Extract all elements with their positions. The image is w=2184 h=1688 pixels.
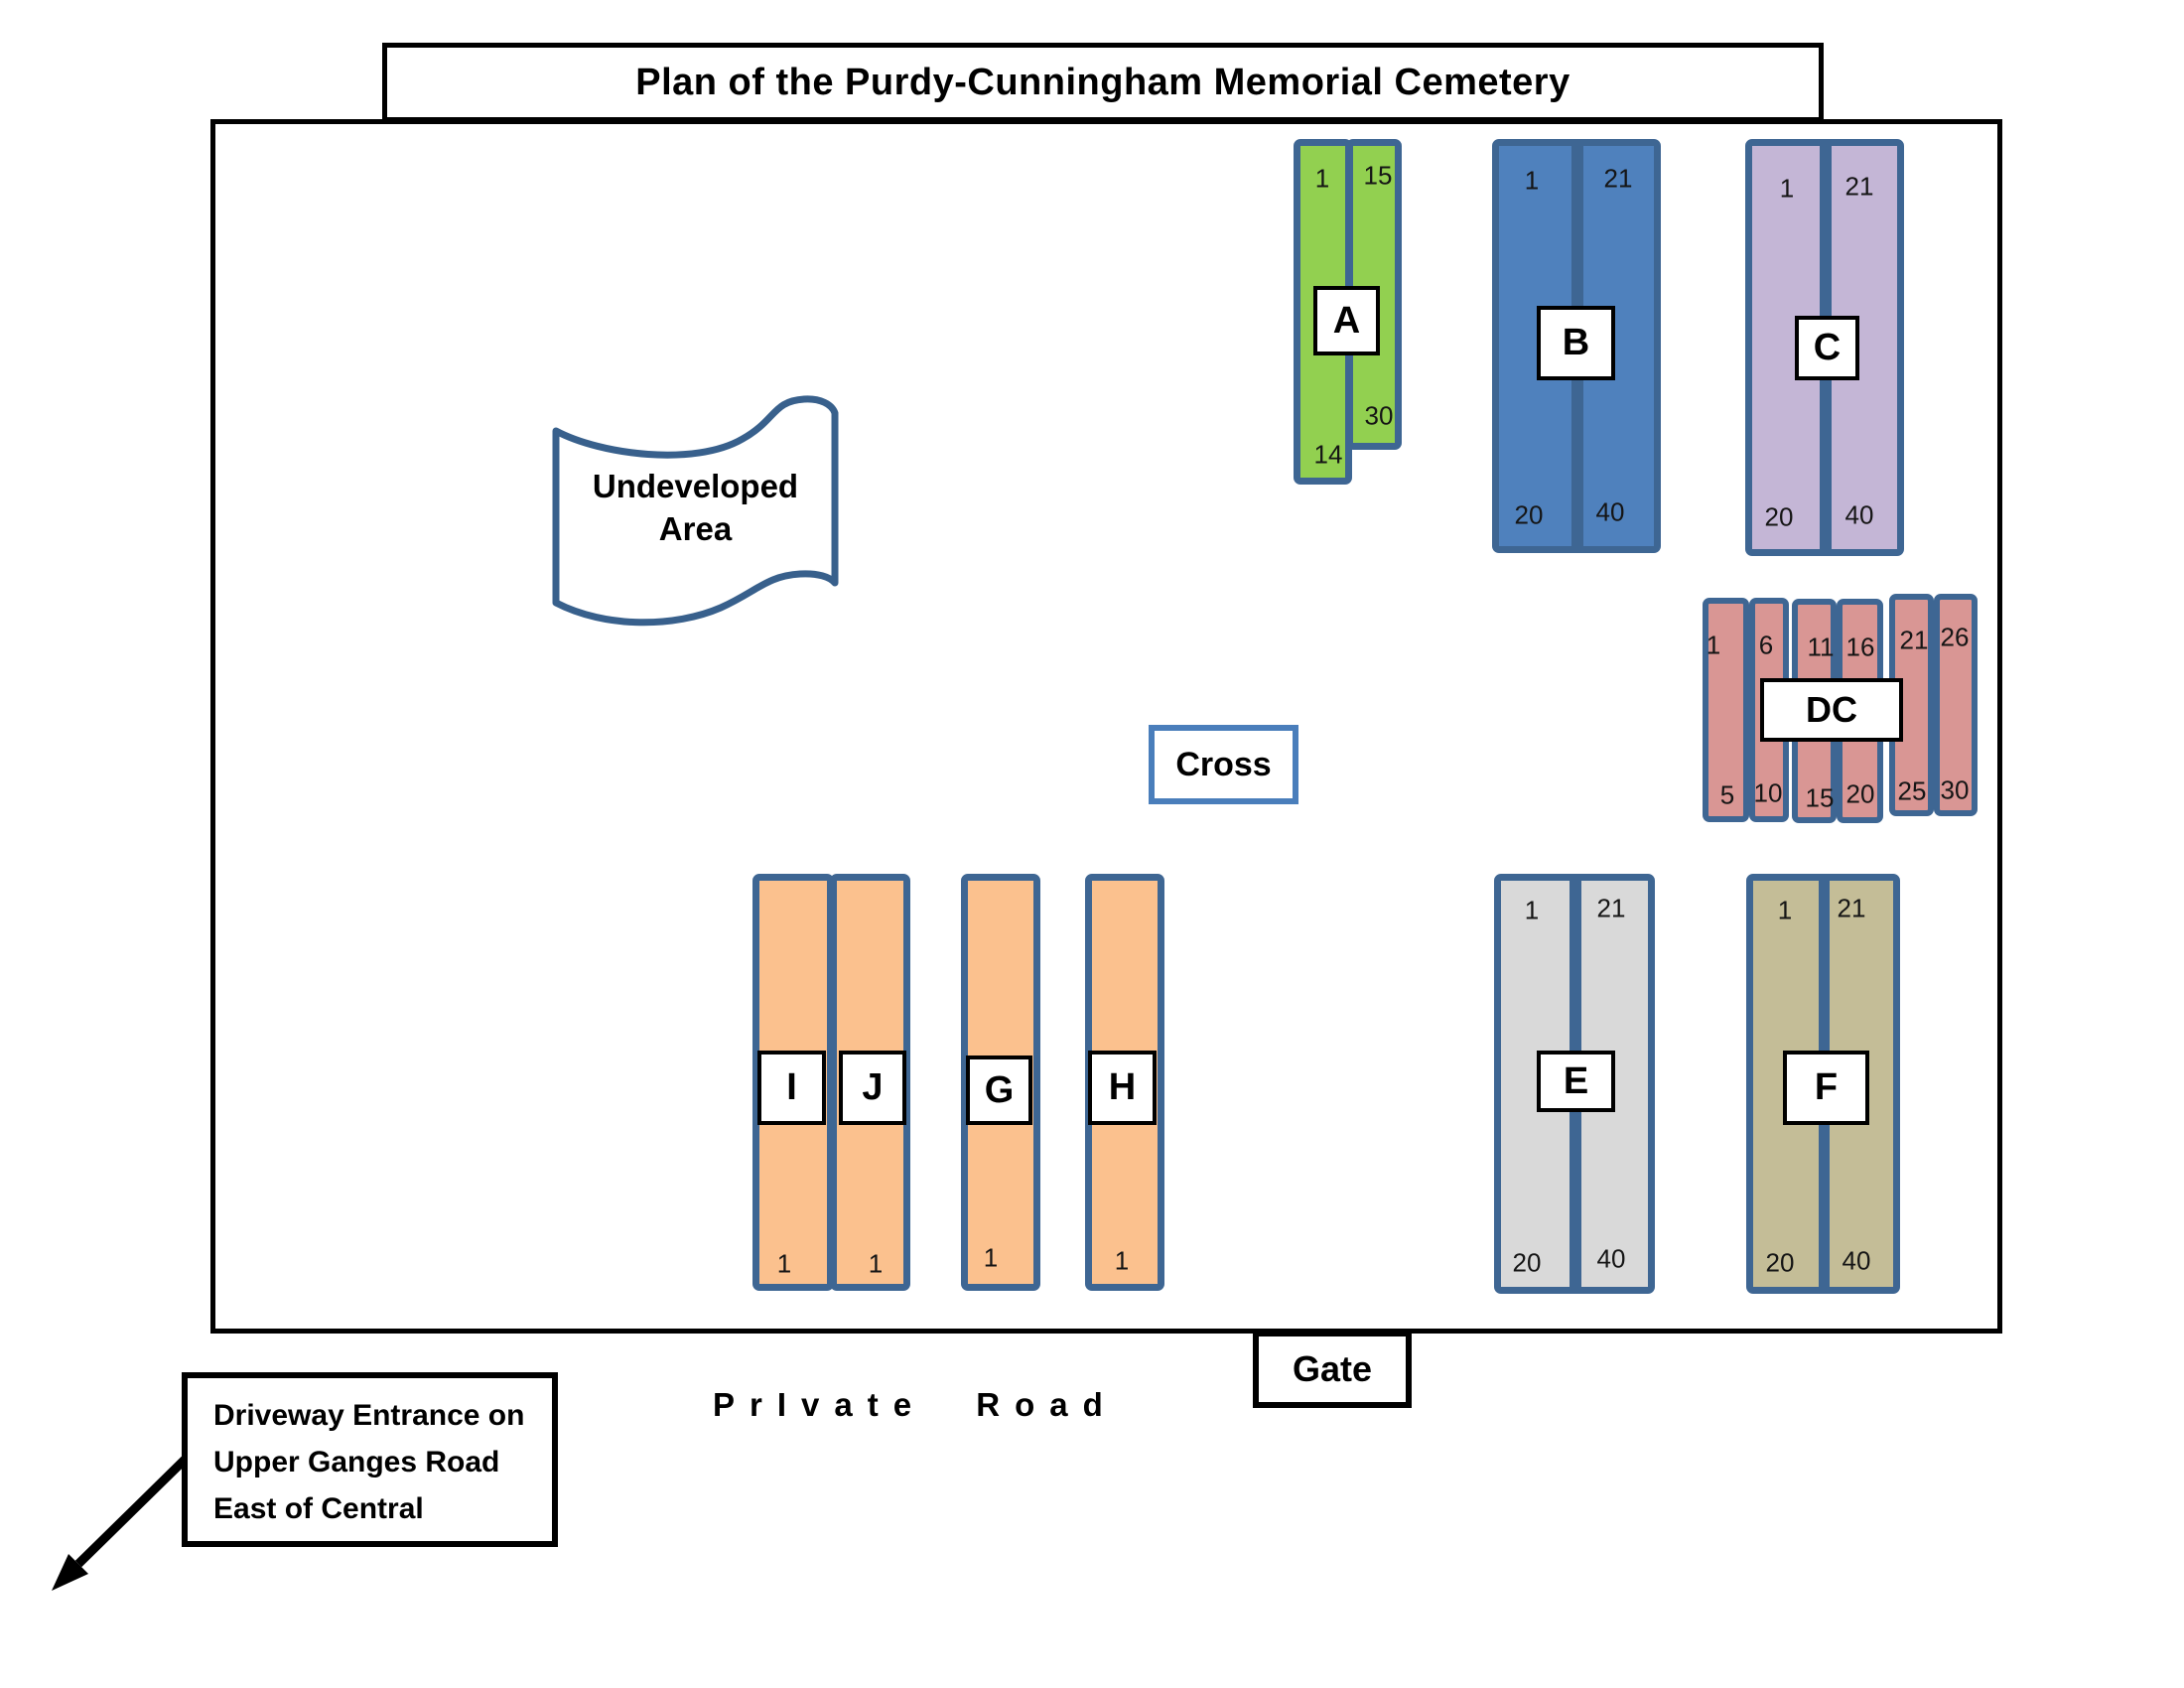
plot-number: 1	[1524, 165, 1540, 196]
section-c-label: C	[1795, 316, 1859, 380]
section-e-block	[1494, 874, 1655, 1294]
private-road-label: PrIvate Road	[713, 1386, 1118, 1423]
plot-number: 1	[868, 1248, 884, 1279]
plot-number: 1	[983, 1242, 999, 1273]
plot-number: 10	[1753, 777, 1783, 808]
section-i-label: I	[757, 1051, 826, 1125]
plot-number: 25	[1897, 775, 1927, 806]
plot-number: 30	[1940, 774, 1970, 805]
undeveloped-line2: Area	[658, 510, 733, 547]
plot-number: 1	[1777, 895, 1793, 925]
plot-number: 30	[1364, 400, 1394, 431]
plot-number: 21	[1603, 163, 1633, 194]
section-dc-label: DC	[1760, 678, 1903, 742]
section-dc-column-1	[1703, 598, 1749, 822]
plot-number: 21	[1596, 893, 1626, 923]
driveway-line2: Upper Ganges Road	[213, 1446, 500, 1478]
plot-number: 1	[1314, 163, 1330, 194]
plot-number: 21	[1899, 625, 1929, 655]
section-g-label: G	[966, 1055, 1032, 1125]
plot-number: 21	[1844, 171, 1874, 202]
plot-number: 1	[1524, 895, 1540, 925]
plot-number: 20	[1512, 1247, 1542, 1278]
plot-number: 20	[1514, 499, 1544, 530]
plot-number: 40	[1596, 1243, 1626, 1274]
gate-box: Gate	[1253, 1331, 1412, 1408]
section-dc-column-6	[1934, 594, 1978, 816]
plot-number: 16	[1845, 632, 1875, 662]
section-e-label: E	[1537, 1051, 1615, 1112]
driveway-arrow	[52, 1456, 189, 1591]
plot-number: 1	[1706, 630, 1721, 660]
driveway-line1: Driveway Entrance on	[213, 1399, 525, 1432]
driveway-note: Driveway Entrance on Upper Ganges Road E…	[182, 1372, 558, 1547]
plot-number: 11	[1807, 632, 1835, 662]
cross-box: Cross	[1149, 725, 1298, 804]
plot-number: 20	[1845, 778, 1875, 809]
plot-number: 14	[1313, 439, 1343, 470]
undeveloped-line1: Undeveloped	[592, 468, 799, 504]
section-h-label: H	[1088, 1051, 1157, 1125]
section-f-label: F	[1783, 1051, 1869, 1125]
plot-number: 40	[1842, 1245, 1871, 1276]
driveway-line3: East of Central	[213, 1492, 424, 1525]
plot-number: 6	[1758, 630, 1774, 660]
plot-number: 1	[1114, 1245, 1130, 1276]
page-title: Plan of the Purdy-Cunningham Memorial Ce…	[382, 43, 1824, 122]
plot-number: 15	[1805, 782, 1835, 813]
plot-number: 40	[1595, 496, 1625, 527]
plot-number: 1	[776, 1248, 792, 1279]
section-j-label: J	[839, 1051, 906, 1125]
plot-number: 21	[1837, 893, 1866, 923]
plot-number: 20	[1765, 1247, 1795, 1278]
section-b-label: B	[1537, 306, 1615, 380]
plot-number: 20	[1764, 501, 1794, 532]
undeveloped-area-text: Undeveloped Area	[556, 465, 835, 550]
section-a-label: A	[1313, 286, 1380, 355]
plot-number: 40	[1844, 499, 1874, 530]
plot-number: 5	[1719, 779, 1735, 810]
plot-number: 26	[1940, 622, 1970, 652]
plot-number: 1	[1779, 173, 1795, 204]
plot-number: 15	[1363, 160, 1393, 191]
